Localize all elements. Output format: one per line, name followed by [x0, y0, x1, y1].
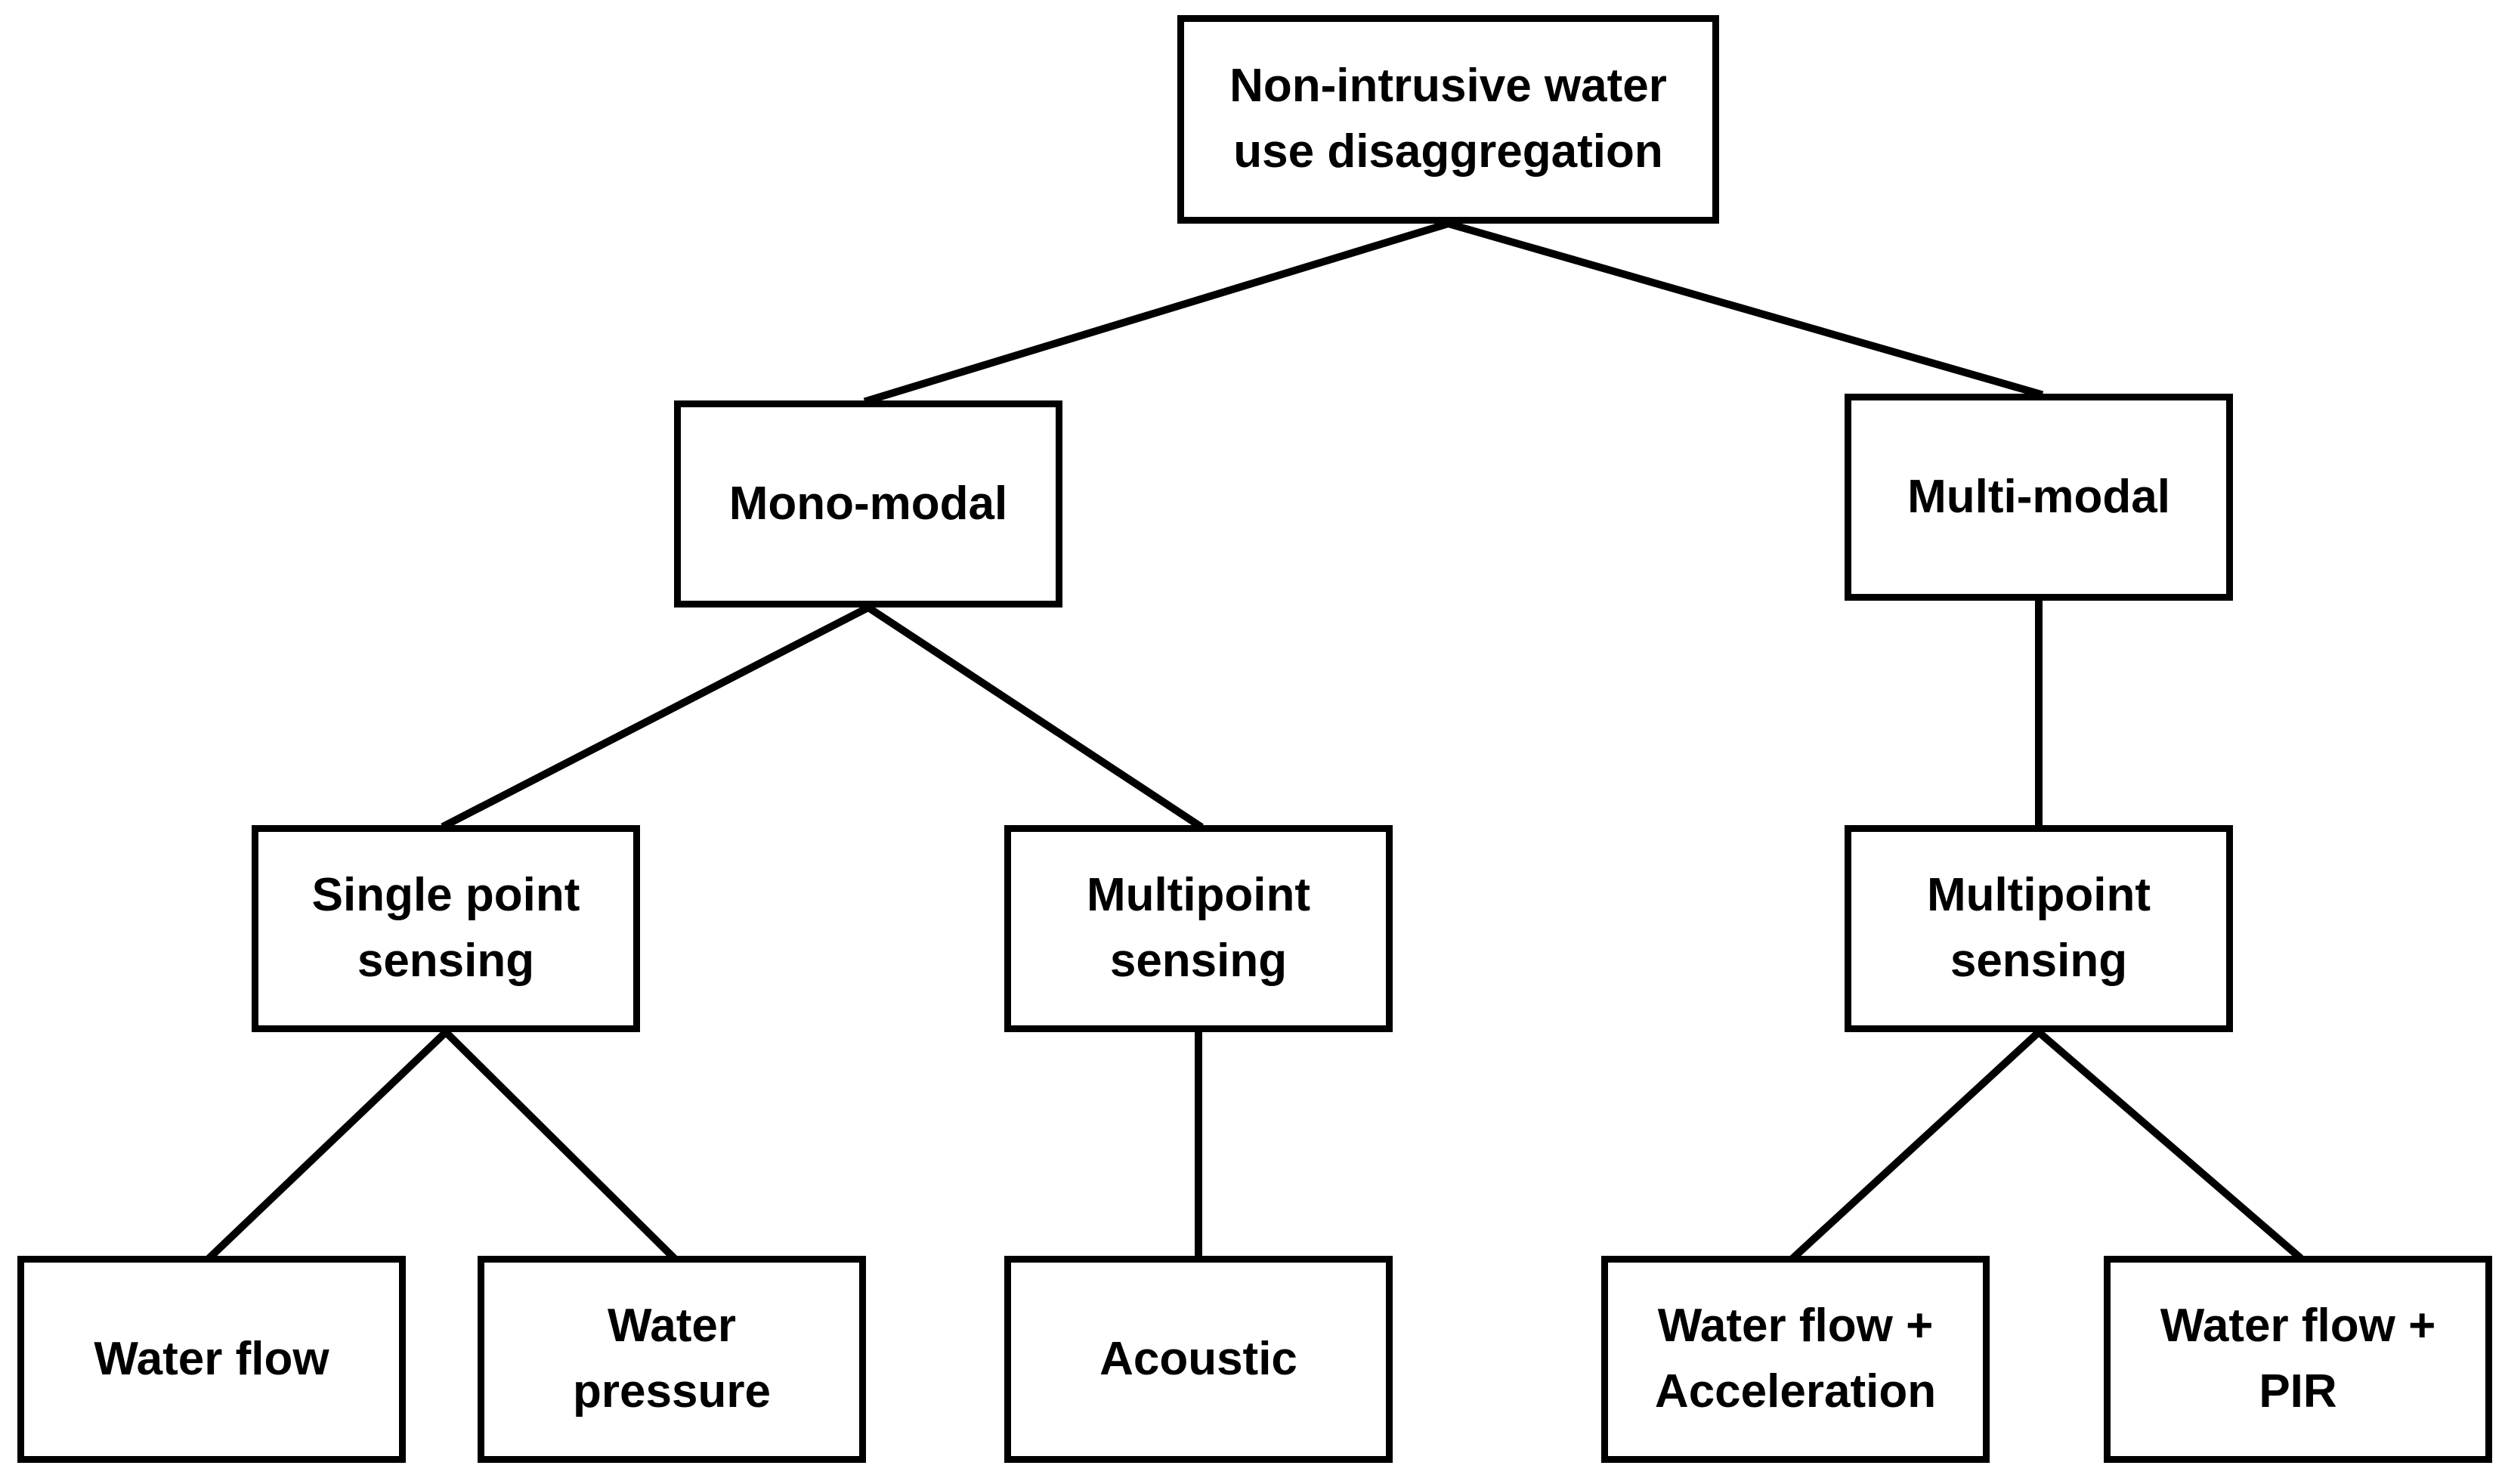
connector-single_point-to-water_pressure: [440, 1026, 678, 1262]
single-point-sensing-node-label: Single point sensing: [311, 869, 580, 987]
multipoint-sensing-mono-node-label: Multipoint sensing: [1086, 869, 1311, 987]
water-flow-node-label: Water flow: [94, 1332, 329, 1385]
multipoint-sensing-mono-node: Multipoint sensing: [1004, 825, 1393, 1032]
water-pressure-node: Water pressure: [478, 1256, 866, 1463]
water-flow-pir-node: Water flow + PIR: [2104, 1256, 2492, 1463]
connector-root-to-multi_modal: [1443, 218, 2044, 399]
water-pressure-node-label: Water pressure: [573, 1300, 771, 1418]
connector-multipoint_multi-to-water_flow_acceleration: [1789, 1026, 2045, 1262]
connector-single_point-to-water_flow: [206, 1026, 452, 1262]
acoustic-node-label: Acoustic: [1099, 1332, 1297, 1385]
connector-mono_modal-to-single_point: [441, 602, 874, 830]
multipoint-sensing-multi-node: Multipoint sensing: [1845, 825, 2233, 1032]
acoustic-node: Acoustic: [1004, 1256, 1393, 1463]
mono-modal-node-label: Mono-modal: [728, 477, 1008, 530]
multi-modal-node-label: Multi-modal: [1907, 470, 2170, 523]
root-node-label: Non-intrusive water use disaggregation: [1229, 60, 1667, 178]
connector-mono_modal-to-multipoint_mono: [863, 602, 1204, 830]
water-flow-node: Water flow: [17, 1256, 406, 1463]
connector-multipoint_multi-to-water_flow_pir: [2033, 1026, 2304, 1262]
multipoint-sensing-multi-node-label: Multipoint sensing: [1926, 869, 2151, 987]
water-flow-pir-node-label: Water flow + PIR: [2160, 1300, 2436, 1418]
mono-modal-node: Mono-modal: [674, 400, 1062, 608]
connector-root-to-mono_modal: [863, 218, 1453, 406]
single-point-sensing-node: Single point sensing: [252, 825, 640, 1032]
water-flow-acceleration-node: Water flow + Acceleration: [1601, 1256, 1990, 1463]
water-flow-acceleration-node-label: Water flow + Acceleration: [1654, 1300, 1937, 1418]
multi-modal-node: Multi-modal: [1845, 394, 2233, 601]
root-node: Non-intrusive water use disaggregation: [1177, 15, 1719, 224]
